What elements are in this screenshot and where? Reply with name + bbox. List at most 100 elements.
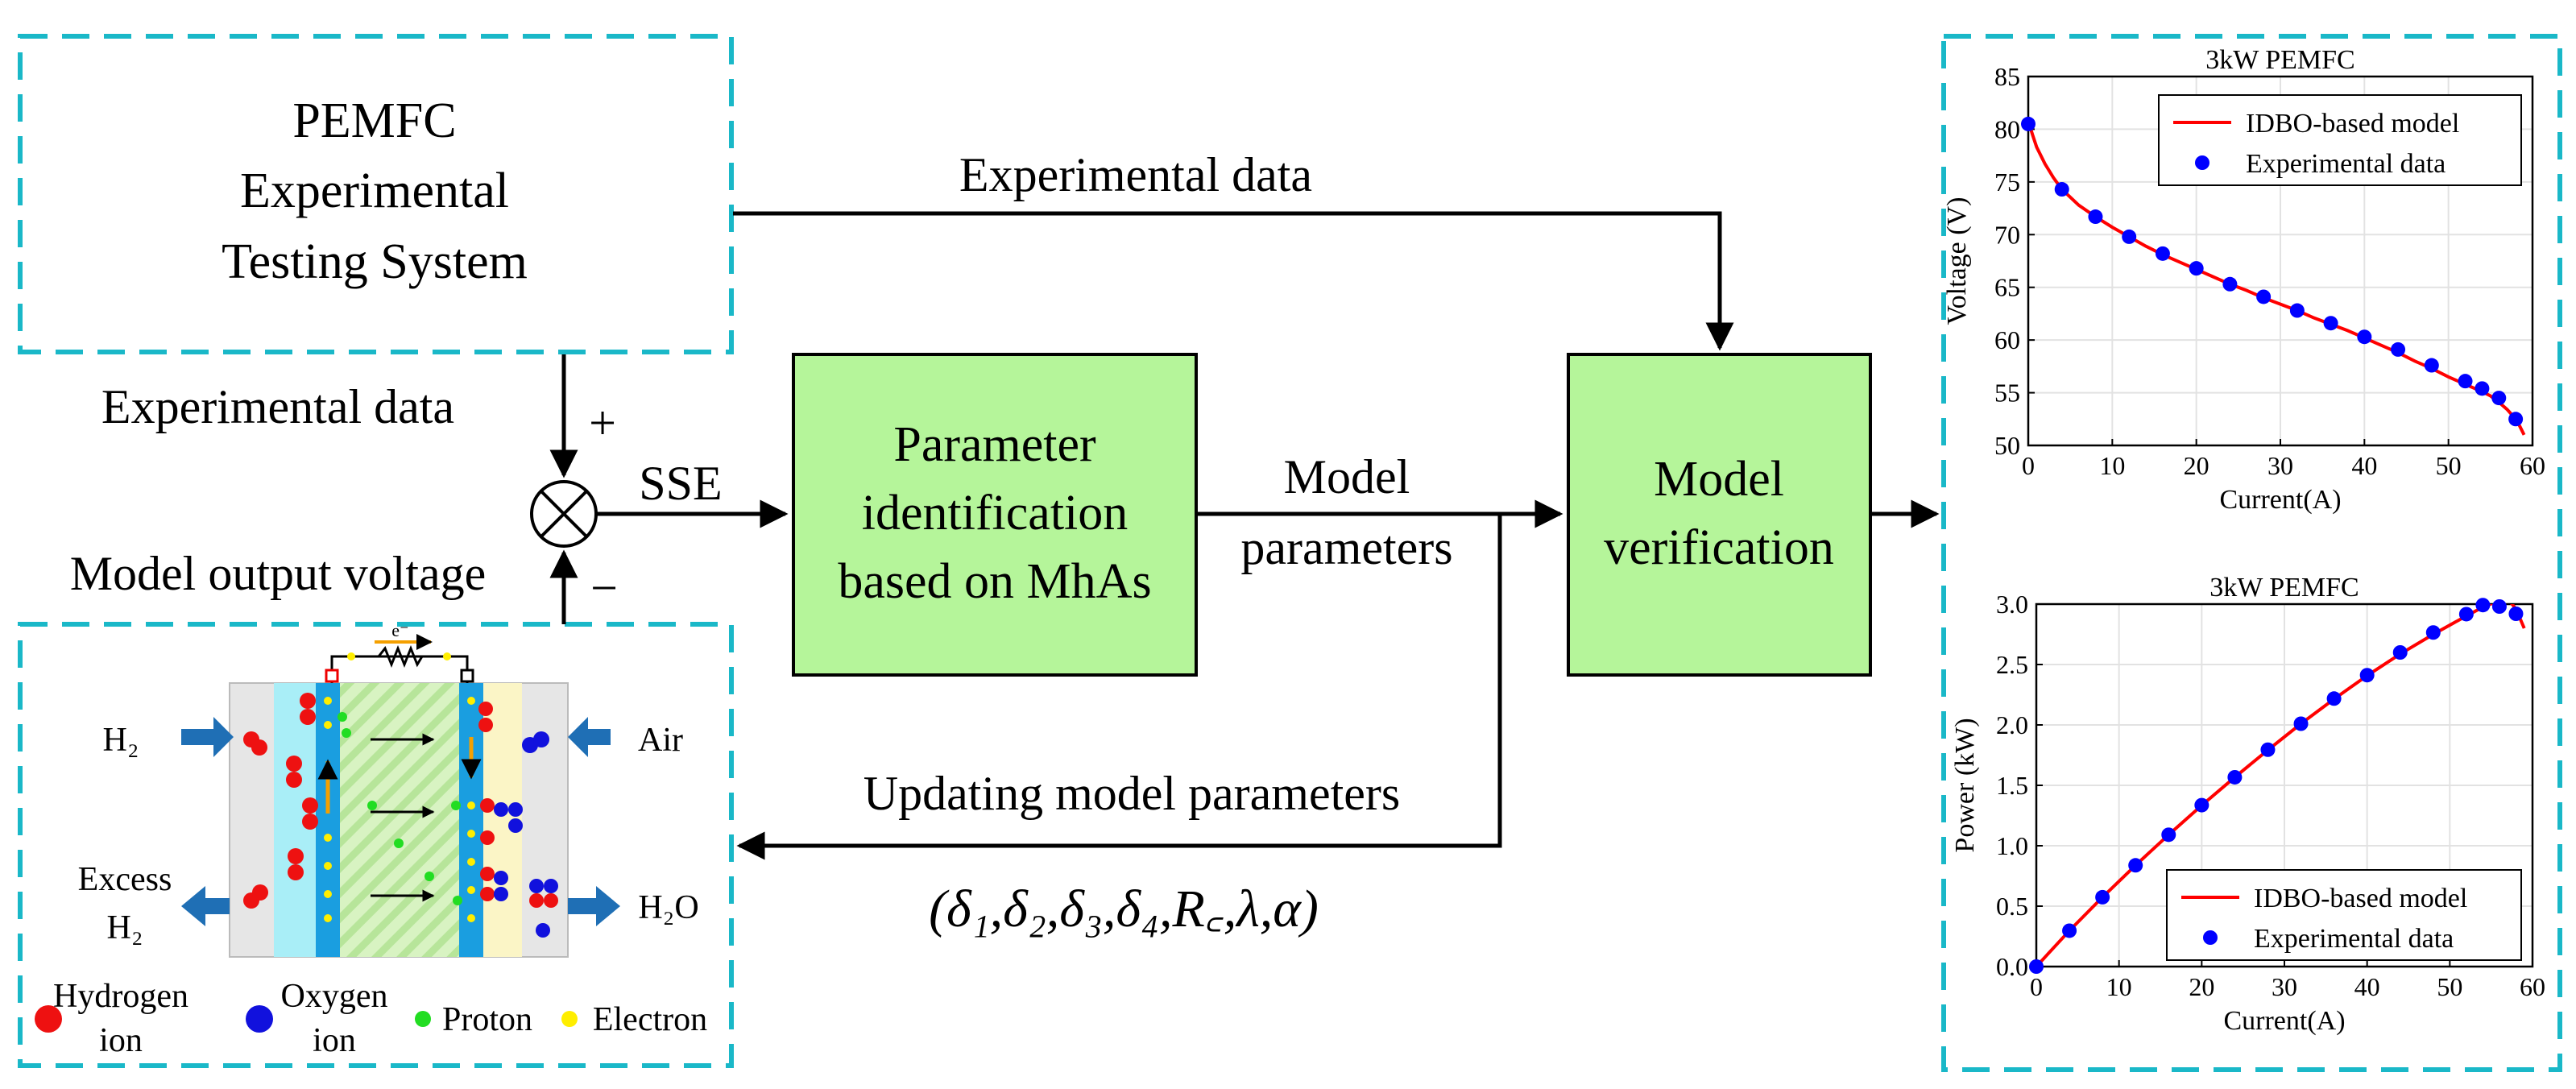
h2o-label: H₂O bbox=[638, 889, 698, 926]
charts-box bbox=[1941, 34, 2562, 1072]
exp-point bbox=[2194, 797, 2209, 813]
x-tick-label: 10 bbox=[2099, 451, 2125, 480]
legend-exp-swatch bbox=[2195, 155, 2209, 170]
exp-point bbox=[2062, 923, 2077, 938]
legend-proton: Proton bbox=[442, 1001, 532, 1038]
exp-point bbox=[2458, 374, 2473, 389]
excess-label-2: H₂ bbox=[107, 909, 143, 946]
x-tick-label: 50 bbox=[2437, 972, 2462, 1001]
exp-point bbox=[2128, 858, 2143, 873]
y-tick-label: 0.0 bbox=[1996, 952, 2028, 981]
x-tick-label: 20 bbox=[2189, 972, 2214, 1001]
parameters-formula: (δ₁,δ₂,δ₃,δ₄,R꜀,λ,α) bbox=[929, 880, 1319, 938]
exp-point bbox=[2088, 209, 2103, 225]
legend-hydrogen-2: ion bbox=[99, 1022, 143, 1059]
y-tick-label: 1.5 bbox=[1996, 771, 2028, 800]
param-id-line1: Parameter bbox=[893, 417, 1096, 472]
exp-system-line2: Experimental bbox=[240, 164, 509, 218]
x-tick-label: 30 bbox=[2267, 451, 2293, 480]
x-tick-label: 40 bbox=[2354, 972, 2380, 1001]
exp-point bbox=[2256, 289, 2272, 304]
legend-hydrogen-1: Hydrogen bbox=[53, 978, 188, 1015]
sse-label: SSE bbox=[639, 457, 722, 510]
exp-system-box bbox=[18, 34, 734, 354]
legend-exp-swatch bbox=[2203, 930, 2218, 945]
exp-point bbox=[2508, 412, 2524, 427]
y-tick-label: 2.0 bbox=[1996, 710, 2028, 739]
exp-point bbox=[2021, 116, 2036, 131]
exp-point bbox=[2491, 599, 2507, 614]
y-tick-label: 85 bbox=[1994, 62, 2020, 91]
cathode-membrane bbox=[459, 683, 483, 957]
exp-system-line1: PEMFC bbox=[292, 93, 456, 148]
legend-model-label: IDBO-based model bbox=[2254, 884, 2467, 913]
air-inlet-arrow bbox=[568, 717, 611, 757]
plus-sign: + bbox=[589, 396, 616, 449]
legend-exp-label: Experimental data bbox=[2254, 924, 2454, 954]
y-tick-label: 2.5 bbox=[1996, 650, 2028, 679]
model-parameters-label-1: Model bbox=[1284, 450, 1410, 503]
excess-h2-arrow bbox=[181, 886, 230, 926]
x-axis-label: Current(A) bbox=[2219, 485, 2341, 515]
exp-point bbox=[2054, 182, 2069, 197]
param-id-line3: based on MhAs bbox=[838, 554, 1151, 609]
electrolyte bbox=[340, 683, 459, 957]
fuel-cell-box bbox=[18, 622, 734, 1068]
x-axis-label: Current(A) bbox=[2223, 1006, 2345, 1036]
legend-exp-label: Experimental data bbox=[2246, 149, 2446, 179]
x-tick-label: 10 bbox=[2106, 972, 2132, 1001]
exp-data-top-arrow bbox=[733, 211, 1734, 351]
y-tick-label: 65 bbox=[1994, 273, 2020, 302]
h2-inlet-arrow bbox=[181, 717, 234, 757]
model-verification-box bbox=[1567, 353, 1872, 677]
legend-oxygen-1: Oxygen bbox=[281, 978, 388, 1015]
y-tick-label: 3.0 bbox=[1996, 590, 2028, 619]
model-verif-line1: Model bbox=[1654, 452, 1784, 507]
param-id-box bbox=[792, 353, 1198, 677]
h2o-outlet-arrow bbox=[568, 886, 620, 926]
proton-swatch bbox=[415, 1011, 431, 1027]
hydrogen-ion-swatch bbox=[35, 1005, 62, 1033]
param-id-line2: identification bbox=[862, 486, 1129, 540]
exp-point bbox=[2475, 381, 2490, 396]
x-tick-label: 50 bbox=[2436, 451, 2462, 480]
experimental-data-top-label: Experimental data bbox=[959, 148, 1312, 201]
chart-title: 3kW PEMFC bbox=[2205, 45, 2354, 75]
exp-point bbox=[2260, 742, 2276, 757]
electron-symbol: e⁻ bbox=[391, 620, 408, 640]
chart-title: 3kW PEMFC bbox=[2209, 573, 2359, 602]
exp-point bbox=[2392, 645, 2408, 660]
model-verif-line2: verification bbox=[1604, 520, 1834, 575]
x-tick-label: 60 bbox=[2520, 972, 2545, 1001]
excess-label-1: Excess bbox=[78, 861, 172, 898]
fuel-cell-illustration: e⁻ bbox=[78, 620, 699, 958]
x-tick-label: 60 bbox=[2520, 451, 2545, 480]
x-tick-label: 0 bbox=[2030, 972, 2043, 1001]
plot-frame bbox=[2035, 602, 2534, 968]
x-tick-label: 0 bbox=[2022, 451, 2035, 480]
exp-point bbox=[2155, 246, 2170, 261]
model-output-voltage-label: Model output voltage bbox=[70, 547, 487, 600]
exp-point bbox=[2095, 889, 2110, 905]
updating-parameters-arrow bbox=[736, 514, 1502, 860]
updating-parameters-label: Updating model parameters bbox=[863, 767, 1400, 820]
exp-point bbox=[2289, 303, 2305, 318]
y-tick-label: 75 bbox=[1994, 168, 2020, 197]
oxygen-ion-swatch bbox=[246, 1005, 273, 1033]
exp-point bbox=[2293, 716, 2309, 731]
y-axis-label: Power (kW) bbox=[1950, 718, 1980, 852]
legend-model-label: IDBO-based model bbox=[2246, 109, 2459, 139]
exp-point bbox=[2029, 959, 2044, 974]
exp-point bbox=[2323, 316, 2338, 331]
exp-point bbox=[2359, 668, 2375, 683]
y-axis-label: Voltage (V) bbox=[1942, 197, 1972, 325]
y-tick-label: 55 bbox=[1994, 379, 2020, 408]
y-tick-label: 80 bbox=[1994, 114, 2020, 143]
exp-point bbox=[2491, 391, 2507, 406]
y-tick-label: 60 bbox=[1994, 325, 2020, 354]
experimental-data-left-label: Experimental data bbox=[101, 380, 454, 433]
exp-point bbox=[2357, 329, 2372, 345]
exp-point bbox=[2508, 607, 2524, 621]
